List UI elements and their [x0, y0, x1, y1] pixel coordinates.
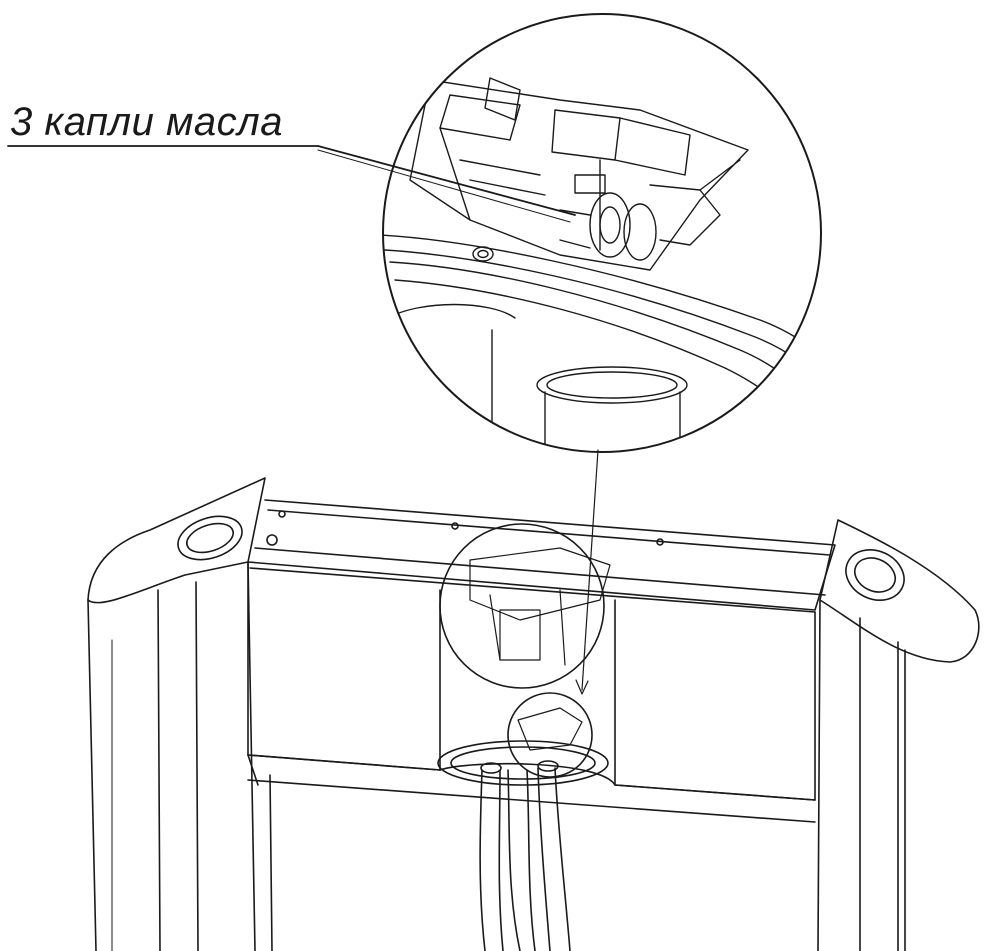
small-magnifier-upper	[439, 523, 611, 689]
pointer-arrow	[575, 449, 599, 695]
callout-label: 3 капли масла	[10, 100, 283, 144]
detail-magnifier	[382, 13, 822, 453]
small-magnifier-lower	[507, 692, 593, 778]
turnstile-frame	[87, 477, 980, 951]
leader-line	[7, 145, 576, 223]
